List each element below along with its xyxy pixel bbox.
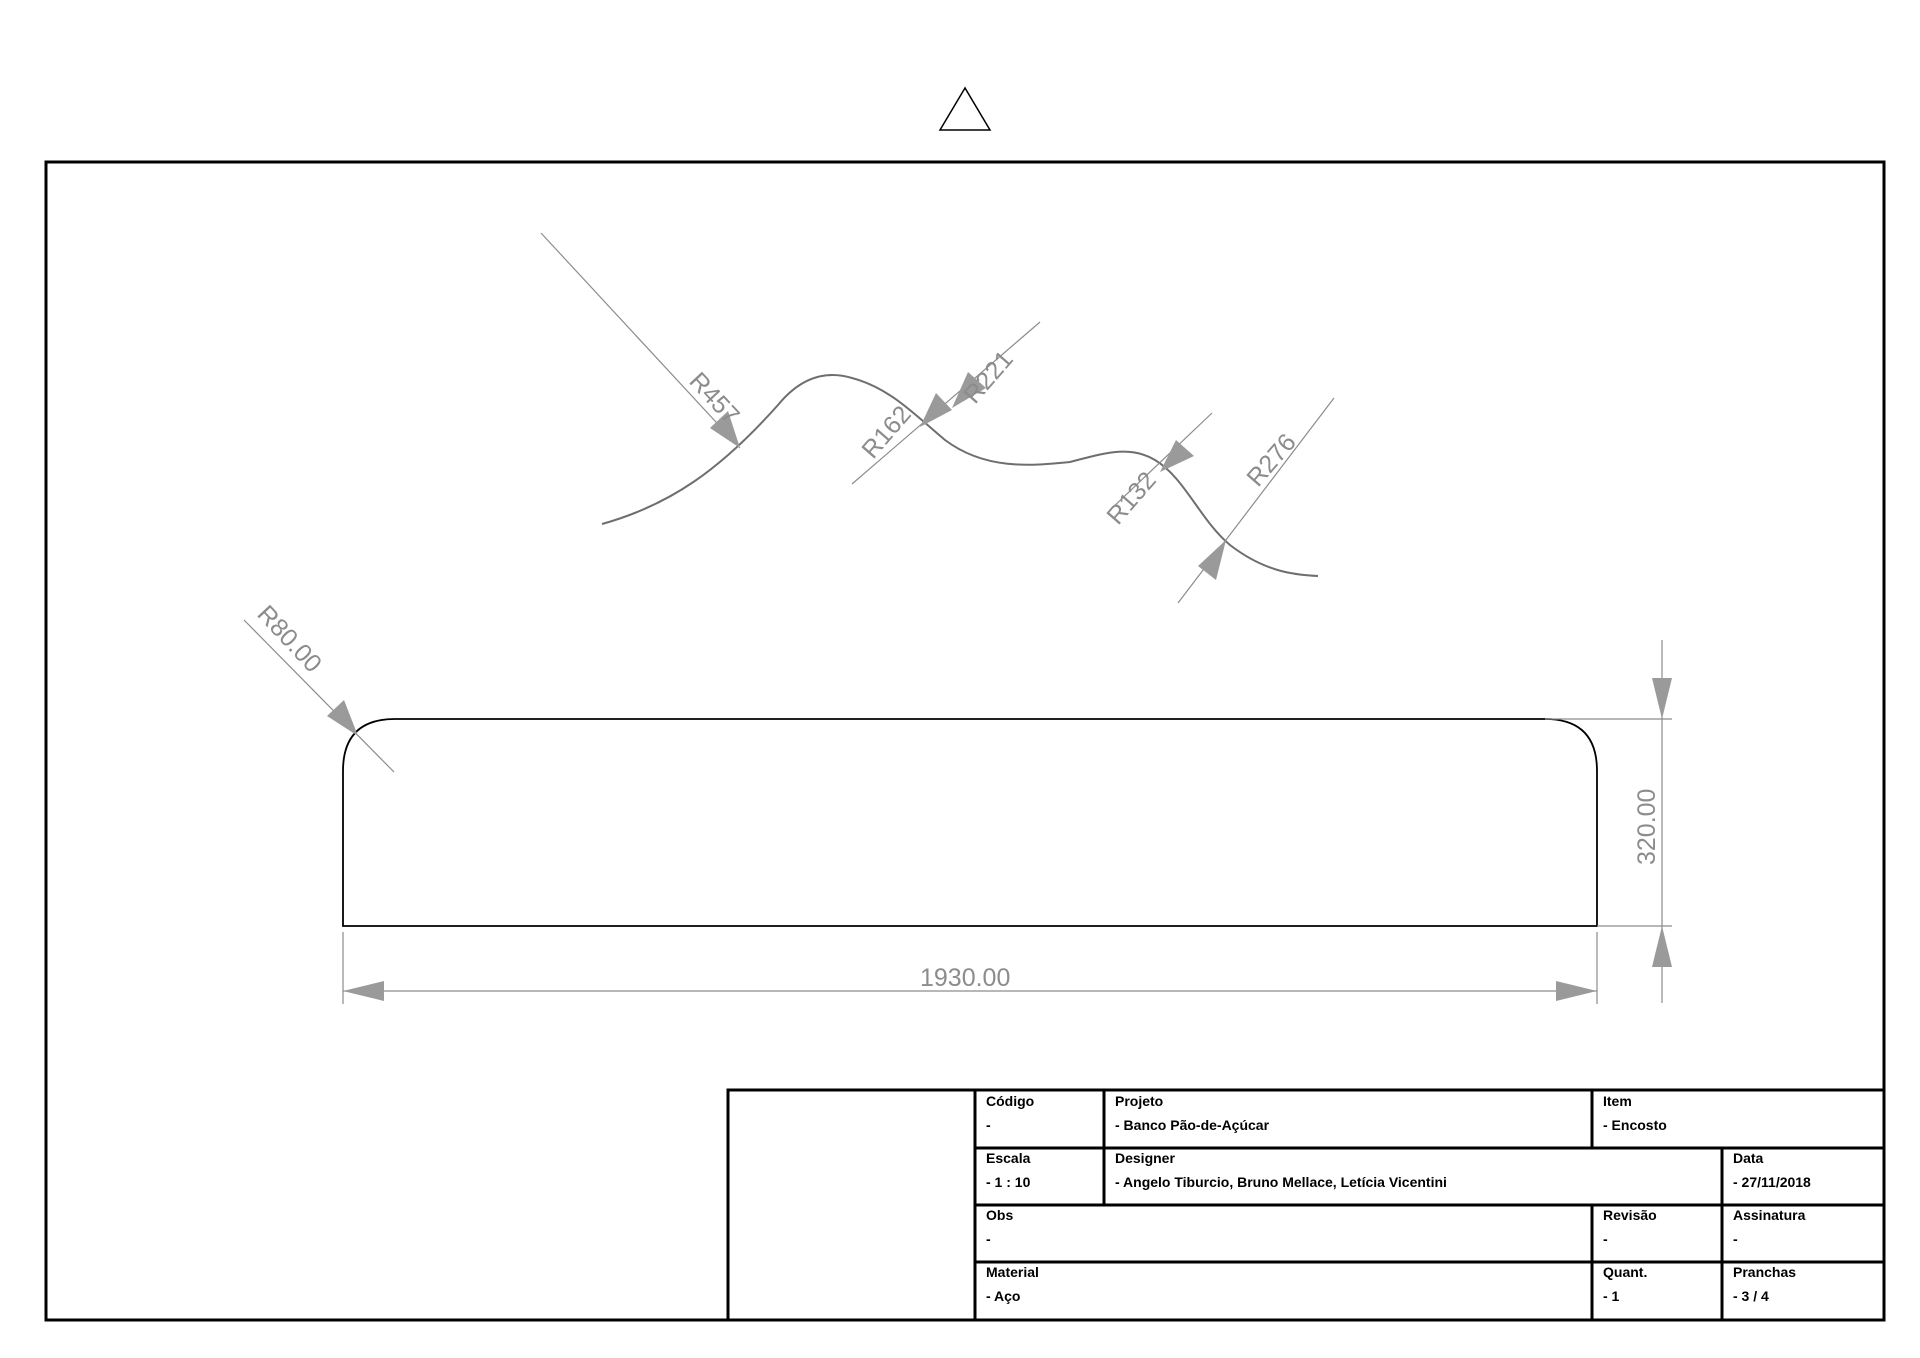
title-block: Código - Projeto - Banco Pão-de-Açúcar I… <box>726 1088 1886 1322</box>
item-value: - Encosto <box>1603 1117 1667 1133</box>
projeto-label: Projeto <box>1115 1093 1163 1109</box>
codigo-label: Código <box>986 1093 1034 1109</box>
escala-label: Escala <box>986 1150 1031 1166</box>
length-arrow-right <box>1556 981 1597 1001</box>
revisao-label: Revisão <box>1603 1207 1657 1223</box>
r132-arrow <box>1160 440 1194 472</box>
profile-curve <box>601 374 1319 577</box>
r221-arrow <box>920 393 952 427</box>
r276-label: R276 <box>1241 428 1301 491</box>
height-arrow-bottom <box>1652 926 1672 967</box>
pranchas-label: Pranchas <box>1733 1264 1796 1280</box>
length-arrow-left <box>343 981 384 1001</box>
r457-leader <box>540 232 741 449</box>
designer-label: Designer <box>1115 1150 1175 1166</box>
escala-value: - 1 : 10 <box>986 1174 1031 1190</box>
height-label: 320.00 <box>1633 789 1661 865</box>
material-label: Material <box>986 1264 1039 1280</box>
r457-arrow <box>710 411 740 448</box>
r162-r221-leader <box>851 321 1041 485</box>
quant-label: Quant. <box>1603 1264 1647 1280</box>
assinatura-label: Assinatura <box>1733 1207 1806 1223</box>
item-label: Item <box>1603 1093 1632 1109</box>
data-label: Data <box>1733 1150 1764 1166</box>
pranchas-value: - 3 / 4 <box>1733 1288 1769 1304</box>
revisao-value: - <box>1603 1231 1608 1247</box>
r162-arrow <box>952 372 986 408</box>
front-view: R80.00 320.00 1930.00 <box>243 600 1672 1004</box>
quant-value: - 1 <box>1603 1288 1620 1304</box>
r276-arrow <box>1198 540 1226 580</box>
r80-arrow <box>327 700 358 736</box>
sheet-frame <box>44 160 1886 1322</box>
codigo-value: - <box>986 1117 991 1133</box>
r132-leader <box>1109 412 1213 511</box>
profile-view: R457 R162 R221 R132 R276 <box>540 232 1335 604</box>
part-outline <box>342 718 1598 927</box>
r276-leader <box>1177 397 1335 604</box>
r132-label: R132 <box>1101 466 1161 529</box>
height-arrow-top <box>1652 678 1672 719</box>
assinatura-value: - <box>1733 1231 1738 1247</box>
material-value: - Aço <box>986 1288 1020 1304</box>
triangle-icon <box>938 86 992 131</box>
designer-value: - Angelo Tiburcio, Bruno Mellace, Letíci… <box>1115 1174 1447 1190</box>
data-value: - 27/11/2018 <box>1733 1174 1811 1190</box>
length-label: 1930.00 <box>920 964 1010 992</box>
r80-leader <box>243 619 395 773</box>
obs-label: Obs <box>986 1207 1013 1223</box>
projeto-value: - Banco Pão-de-Açúcar <box>1115 1117 1270 1133</box>
obs-value: - <box>986 1231 991 1247</box>
